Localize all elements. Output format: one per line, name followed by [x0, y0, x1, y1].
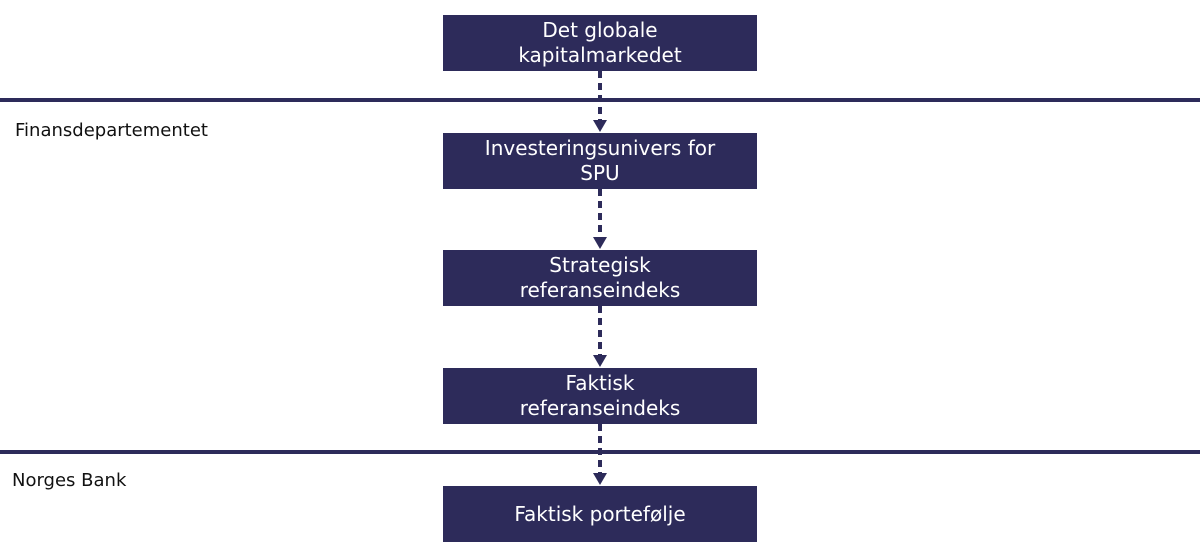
box-actual-portfolio-line1: Faktisk portefølje	[514, 501, 686, 526]
box-investment-universe-line1: Investeringsunivers for	[484, 136, 716, 160]
box-actual-benchmark-line2: referanseindeks	[519, 396, 681, 420]
box-global-capital-market-line2: kapitalmarkedet	[518, 43, 682, 67]
box-strategic-benchmark-line1: Strategisk	[549, 253, 651, 277]
box-actual-benchmark-line1: Faktisk	[565, 371, 635, 395]
box-global-capital-market-line1: Det globale	[542, 18, 658, 42]
arrowhead-3	[593, 355, 607, 367]
box-actual-benchmark: Faktisk referanseindeks	[443, 368, 757, 424]
arrowhead-4	[593, 473, 607, 485]
box-global-capital-market: Det globale kapitalmarkedet	[443, 15, 757, 71]
box-actual-portfolio: Faktisk portefølje	[443, 486, 757, 542]
arrowhead-2	[593, 237, 607, 249]
box-strategic-benchmark: Strategisk referanseindeks	[443, 250, 757, 306]
box-investment-universe-line2: SPU	[580, 161, 620, 185]
arrowhead-1	[593, 120, 607, 132]
section-label-norges-bank: Norges Bank	[12, 470, 127, 491]
section-label-finansdepartementet: Finansdepartementet	[15, 120, 208, 141]
box-strategic-benchmark-line2: referanseindeks	[519, 278, 681, 302]
box-investment-universe: Investeringsunivers for SPU	[443, 133, 757, 189]
